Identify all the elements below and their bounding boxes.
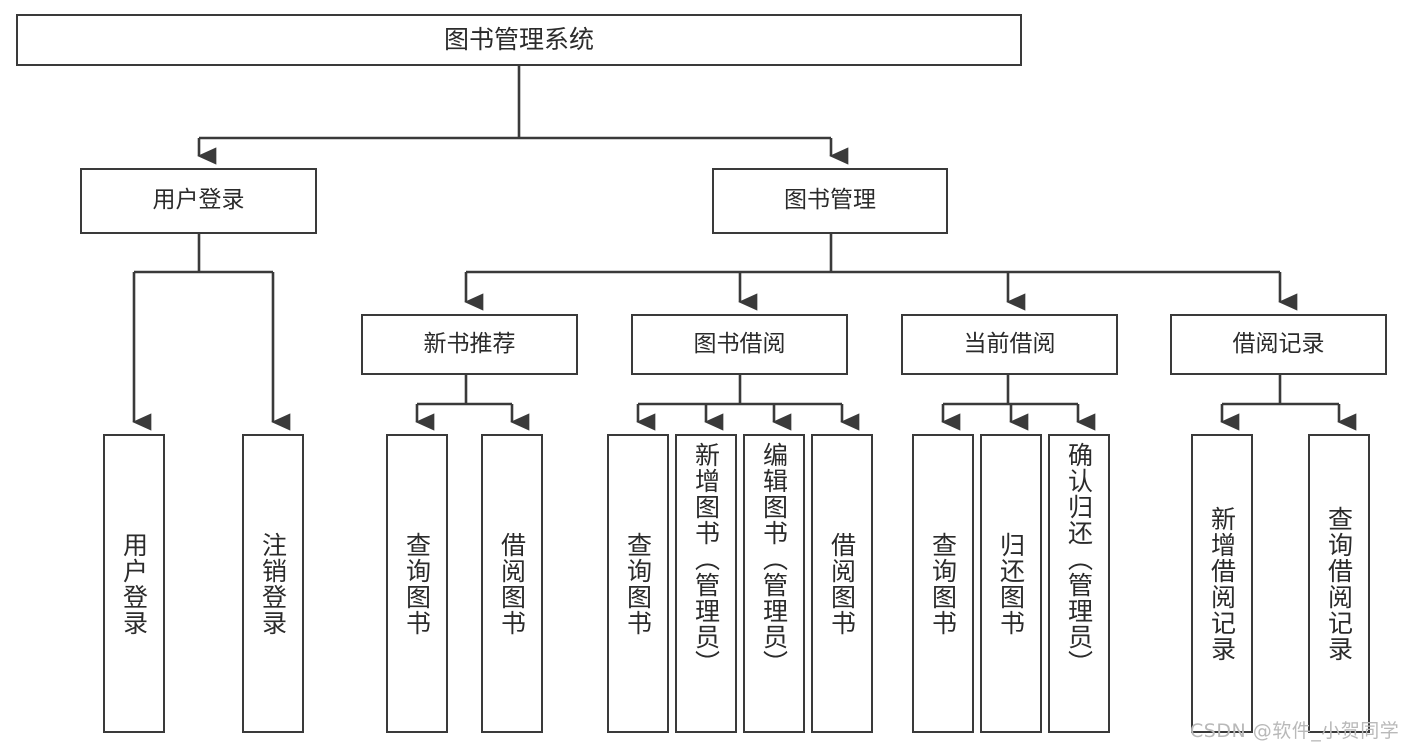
leaf-query-record[interactable]: 查询借阅记录 — [1308, 434, 1370, 733]
node-label: 图书管理 — [784, 187, 876, 214]
leaf-query-book-3[interactable]: 查询图书 — [912, 434, 974, 733]
leaf-add-record[interactable]: 新增借阅记录 — [1191, 434, 1253, 733]
node-label: 借阅图书 — [827, 531, 857, 636]
node-label: 用户登录 — [152, 187, 245, 214]
leaf-add-book[interactable]: 新增图书（管理员） — [675, 434, 737, 733]
leaf-logout-login[interactable]: 注销登录 — [242, 434, 304, 733]
node-label: 编辑图书（管理员） — [759, 442, 789, 676]
node-label: 图书借阅 — [693, 330, 786, 357]
leaf-query-book-2[interactable]: 查询图书 — [607, 434, 669, 733]
node-label: 查询图书 — [928, 531, 958, 636]
node-label: 新书推荐 — [423, 330, 516, 357]
node-label: 查询借阅记录 — [1324, 505, 1354, 662]
leaf-borrow-book-2[interactable]: 借阅图书 — [811, 434, 873, 733]
node-borrow-record[interactable]: 借阅记录 — [1170, 314, 1387, 375]
csdn-watermark: CSDN @软件_小贺同学 — [1190, 720, 1400, 742]
node-label: 借阅图书 — [497, 531, 527, 636]
node-label: 查询图书 — [623, 531, 653, 636]
leaf-return-book[interactable]: 归还图书 — [980, 434, 1042, 733]
node-label: 注销登录 — [258, 531, 288, 636]
node-label: 查询图书 — [402, 531, 432, 636]
node-label: 确认归还（管理员） — [1064, 442, 1094, 676]
node-book-manage[interactable]: 图书管理 — [712, 168, 948, 234]
leaf-query-book-1[interactable]: 查询图书 — [386, 434, 448, 733]
node-user-login[interactable]: 用户登录 — [80, 168, 317, 234]
node-book-borrow[interactable]: 图书借阅 — [631, 314, 848, 375]
node-label: 图书管理系统 — [443, 25, 594, 55]
node-root-system[interactable]: 图书管理系统 — [16, 14, 1022, 66]
node-label: 归还图书 — [996, 531, 1026, 636]
node-label: 借阅记录 — [1232, 330, 1325, 357]
node-current-borrow[interactable]: 当前借阅 — [901, 314, 1118, 375]
leaf-confirm-return[interactable]: 确认归还（管理员） — [1048, 434, 1110, 733]
node-label: 用户登录 — [119, 531, 149, 636]
leaf-edit-book[interactable]: 编辑图书（管理员） — [743, 434, 805, 733]
node-label: 新增图书（管理员） — [691, 442, 721, 676]
node-label: 当前借阅 — [963, 330, 1056, 357]
node-label: 新增借阅记录 — [1207, 505, 1237, 662]
leaf-user-login[interactable]: 用户登录 — [103, 434, 165, 733]
node-new-book-recommend[interactable]: 新书推荐 — [361, 314, 578, 375]
leaf-borrow-book-1[interactable]: 借阅图书 — [481, 434, 543, 733]
